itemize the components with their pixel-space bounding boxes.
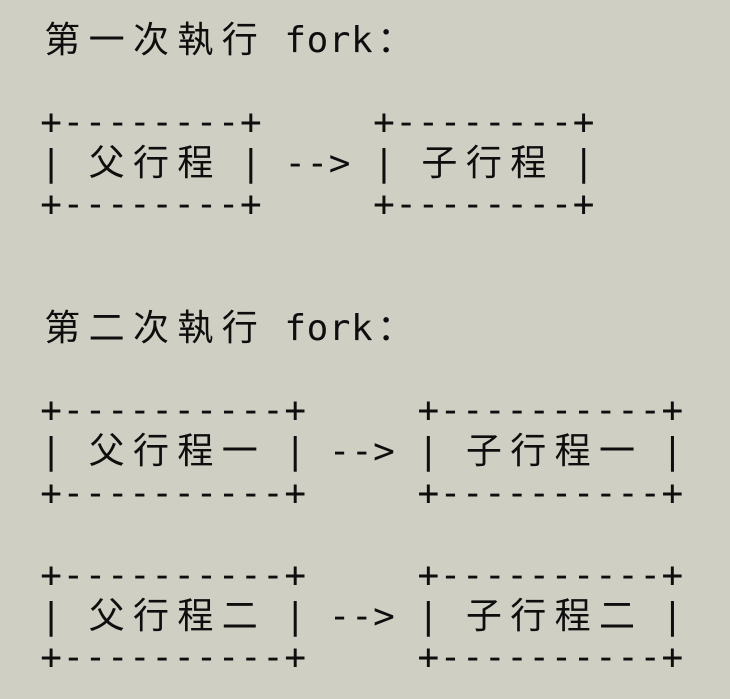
spacer-line <box>40 267 730 308</box>
spacer-line <box>40 514 730 555</box>
ascii-art-line: +----------+ +----------+ <box>40 390 684 432</box>
ascii-art-line: +----------+ +----------+ <box>40 472 684 514</box>
spacer-line <box>40 226 730 267</box>
ascii-art-line: +--------+ +--------+ <box>40 184 595 226</box>
spacer-line <box>40 61 730 102</box>
ascii-art-line: +----------+ +----------+ <box>40 637 684 679</box>
ascii-art-line: | 父行程二 | --> | 子行程二 | <box>40 596 684 638</box>
ascii-art-line: +----------+ +----------+ <box>40 555 684 597</box>
ascii-art-line: +--------+ +--------+ <box>40 101 595 143</box>
ascii-art-line: | 父行程 | --> | 子行程 | <box>40 143 595 185</box>
spacer-line <box>40 350 730 391</box>
ascii-art-line: | 父行程一 | --> | 子行程一 | <box>40 431 684 473</box>
